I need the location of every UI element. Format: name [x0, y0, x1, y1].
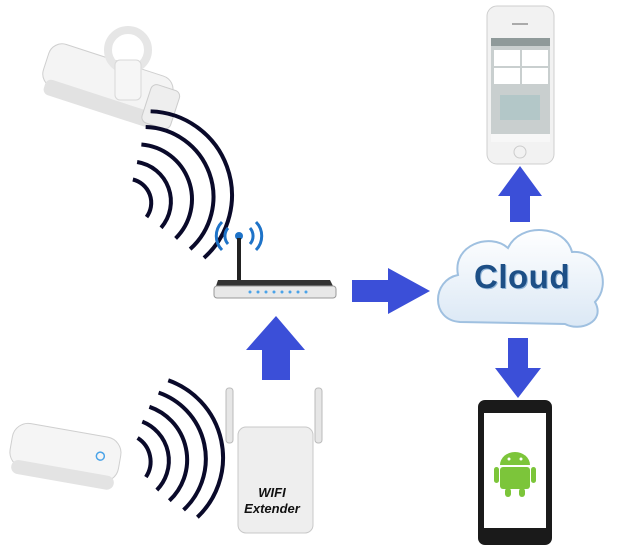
- android-logo-icon: [494, 452, 536, 497]
- extender-label-line1: WIFI: [258, 485, 286, 500]
- cloud-label: Cloud: [474, 258, 570, 295]
- extender-label-line2: Extender: [244, 501, 300, 516]
- wifi-icon: [214, 220, 264, 252]
- extender-label: WIFI Extender: [232, 485, 312, 517]
